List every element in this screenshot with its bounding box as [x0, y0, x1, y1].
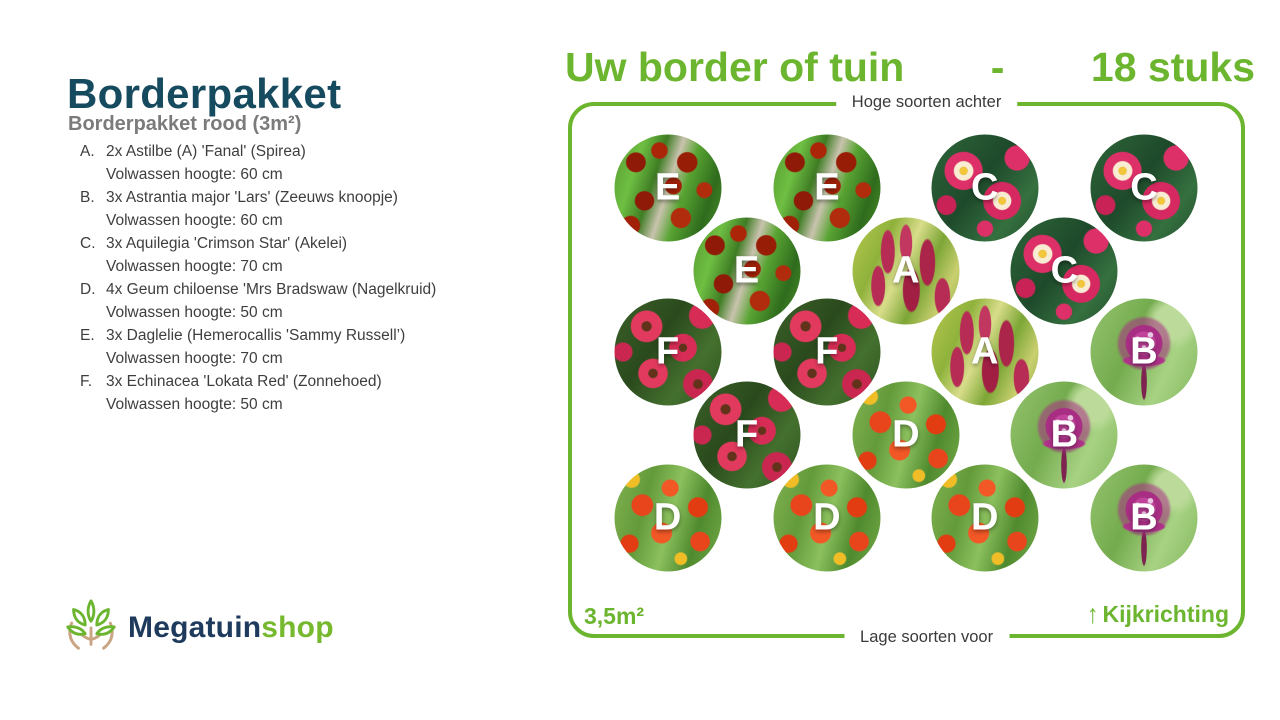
plant-circle-b: B: [1010, 381, 1118, 489]
plant-height: Volwassen hoogte: 70 cm: [106, 258, 283, 275]
plant-circle-letter: E: [733, 249, 760, 292]
plant-name: 3x Echinacea 'Lokata Red' (Zonnehoed): [106, 373, 382, 390]
plant-circle-a: A: [931, 298, 1039, 406]
tree-leaves-icon: [62, 596, 120, 659]
area-label: 3,5m²: [584, 603, 645, 629]
plant-list-item: E. 3x Daglelie (Hemerocallis 'Sammy Russe…: [80, 324, 540, 370]
plant-height: Volwassen hoogte: 50 cm: [106, 304, 283, 321]
diagram-title-dash: -: [990, 44, 1005, 90]
plant-list: A. 2x Astilbe (A) 'Fanal' (Spirea) Volwass…: [80, 140, 540, 416]
plant-circle-letter: C: [971, 166, 999, 209]
plant-circle-f: F: [773, 298, 881, 406]
direction-text: Kijkrichting: [1102, 601, 1229, 627]
board-label-top: Hoge soorten achter: [835, 93, 1018, 112]
logo-text-bold: Megatuin: [128, 610, 262, 644]
plant-circle-c: C: [1090, 134, 1198, 242]
plant-height: Volwassen hoogte: 60 cm: [106, 166, 283, 183]
plant-circle-b: B: [1090, 298, 1198, 406]
package-subtitle: Borderpakket rood (3m²): [68, 112, 302, 135]
plant-list-item: D. 4x Geum chiloense 'Mrs Bradswaw (Nagel…: [80, 278, 540, 324]
plant-circle-letter: D: [971, 496, 999, 539]
plant-circles: E E C C E A C F F A B F D B D D D B: [572, 106, 1241, 634]
logo-text: Megatuinshop: [128, 611, 334, 645]
plant-circle-letter: C: [1130, 166, 1158, 209]
plant-letter: F.: [80, 373, 93, 390]
diagram-title-count: 18 stuks: [1090, 44, 1255, 90]
plant-height: Volwassen hoogte: 70 cm: [106, 350, 283, 367]
plant-circle-letter: D: [892, 413, 920, 456]
plant-height: Volwassen hoogte: 50 cm: [106, 396, 283, 413]
plant-circle-letter: E: [814, 166, 840, 209]
plant-list-item: B. 3x Astrantia major 'Lars' (Zeeuws knoo…: [80, 186, 540, 232]
plant-list-item: F. 3x Echinacea 'Lokata Red' (Zonnehoed) V…: [80, 370, 540, 416]
plant-letter: D.: [80, 281, 96, 298]
plant-circle-b: B: [1090, 464, 1198, 572]
plant-letter: B.: [80, 189, 95, 206]
plant-circle-d: D: [614, 464, 722, 572]
plant-circle-letter: B: [1130, 330, 1158, 373]
diagram-title-text: Uw border of tuin: [565, 44, 905, 90]
plant-name: 3x Daglelie (Hemerocallis 'Sammy Russell…: [106, 327, 406, 344]
megatuinshop-logo: Megatuinshop: [62, 596, 334, 659]
page-title: Borderpakket: [67, 70, 342, 118]
plant-circle-letter: B: [1050, 413, 1079, 456]
plant-letter: A.: [80, 143, 95, 160]
plant-circle-e: E: [773, 134, 881, 242]
plant-circle-d: D: [931, 464, 1039, 572]
plant-circle-letter: C: [1050, 249, 1079, 292]
board-label-bottom: Lage soorten voor: [844, 628, 1010, 647]
plant-circle-e: E: [614, 134, 722, 242]
plant-circle-letter: D: [653, 496, 682, 539]
plant-circle-letter: D: [813, 496, 841, 539]
plant-circle-letter: F: [815, 330, 839, 373]
plant-letter: C.: [80, 235, 96, 252]
plant-height: Volwassen hoogte: 60 cm: [106, 212, 283, 229]
plant-letter: E.: [80, 327, 95, 344]
plant-name: 4x Geum chiloense 'Mrs Bradswaw (Nagelkr…: [106, 281, 437, 298]
plant-circle-f: F: [693, 381, 801, 489]
plant-circle-letter: E: [654, 166, 681, 209]
plant-circle-f: F: [614, 298, 722, 406]
plant-circle-letter: F: [734, 413, 759, 456]
plant-circle-letter: B: [1130, 496, 1158, 539]
plant-circle-d: D: [852, 381, 960, 489]
plant-name: 3x Astrantia major 'Lars' (Zeeuws knoopj…: [106, 189, 398, 206]
plant-circle-d: D: [773, 464, 881, 572]
logo-text-light: shop: [261, 610, 334, 644]
plant-circle-e: E: [693, 217, 801, 325]
plant-circle-c: C: [1010, 217, 1118, 325]
plant-circle-letter: A: [971, 330, 999, 373]
plant-circle-c: C: [931, 134, 1039, 242]
plant-circle-letter: A: [892, 249, 920, 292]
direction-label: ↑Kijkrichting: [1086, 598, 1229, 629]
plant-name: 2x Astilbe (A) 'Fanal' (Spirea): [106, 143, 306, 160]
plant-circle-a: A: [852, 217, 960, 325]
plant-name: 3x Aquilegia 'Crimson Star' (Akelei): [106, 235, 348, 252]
plant-list-item: C. 3x Aquilegia 'Crimson Star' (Akelei) Vo…: [80, 232, 540, 278]
diagram-title: Uw border of tuin - 18 stuks: [565, 44, 1255, 91]
arrow-up-icon: ↑: [1086, 598, 1099, 629]
plant-list-item: A. 2x Astilbe (A) 'Fanal' (Spirea) Volwass…: [80, 140, 540, 186]
plant-circle-letter: F: [656, 330, 680, 373]
